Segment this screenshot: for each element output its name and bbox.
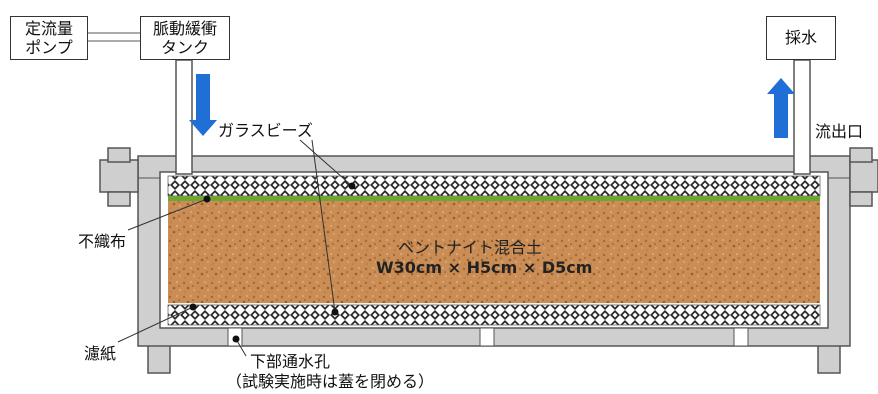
leader-lines — [117, 139, 353, 357]
sampling-label: 採水 — [784, 28, 817, 47]
inlet-pipe — [175, 59, 193, 175]
arrow-up-icon — [767, 78, 795, 138]
housing — [137, 155, 851, 347]
foot-right — [817, 344, 841, 374]
drain-hole-label: 下部通水孔 — [250, 352, 331, 371]
drain-hole-2 — [479, 327, 495, 347]
pump-label-line2: ポンプ — [25, 38, 73, 57]
bentonite-label: ベントナイト混合土 — [398, 238, 543, 257]
drain-hole-3 — [733, 327, 749, 347]
filter-paper-layer — [168, 303, 820, 305]
pump-box: 定流量 ポンプ — [10, 16, 88, 60]
bentonite-layer — [168, 201, 820, 303]
filter-paper-label: 濾紙 — [84, 344, 117, 363]
bentonite-dimensions: W30cm × H5cm × D5cm — [376, 258, 593, 277]
glass-beads-label: ガラスビーズ — [218, 121, 313, 140]
tank-label-line2: タンク — [160, 38, 209, 57]
foot-left — [147, 344, 171, 374]
tank-label-line1: 脈動緩衝 — [152, 19, 217, 38]
bolt-left — [99, 147, 139, 207]
drain-hole-note: （試験実施時は蓋を閉める） — [226, 372, 435, 391]
leader-dots — [189, 182, 356, 343]
nonwoven-label: 不織布 — [78, 232, 127, 251]
tank-box: 脈動緩衝 タンク — [140, 16, 230, 60]
pump-label-line1: 定流量 — [24, 19, 73, 38]
outlet-label: 流出口 — [815, 122, 864, 141]
outlet-pipe — [793, 59, 811, 175]
bolt-right — [849, 147, 878, 207]
glass-beads-top — [167, 175, 821, 197]
sampling-box: 採水 — [766, 16, 836, 60]
nonwoven-layer — [168, 196, 820, 201]
glass-beads-bottom — [167, 304, 821, 326]
arrow-down-icon — [189, 74, 217, 136]
